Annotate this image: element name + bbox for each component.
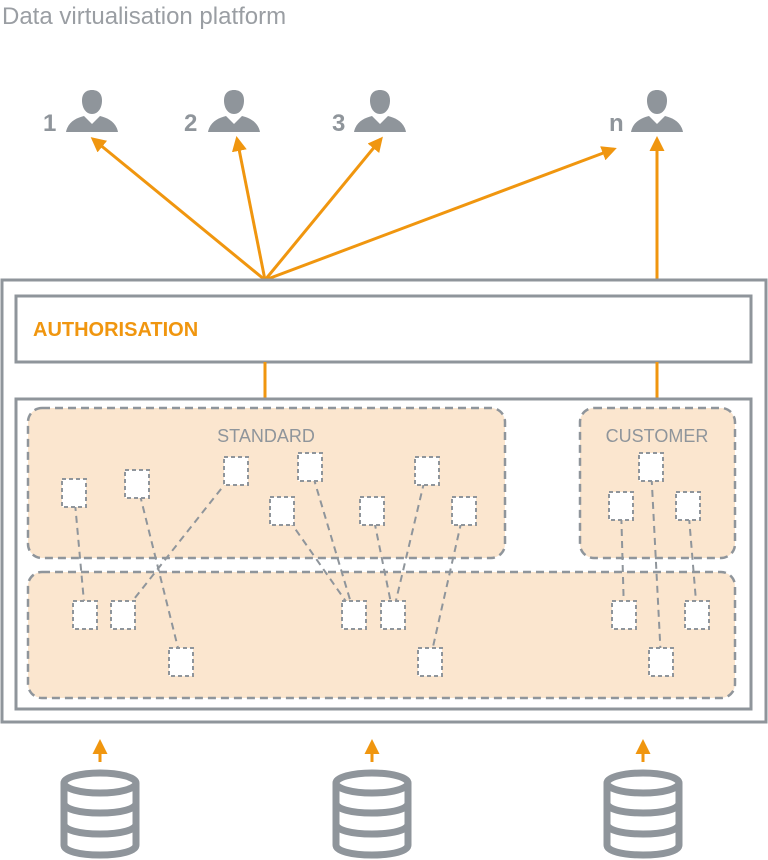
database-icon — [336, 773, 408, 855]
user-arrows — [90, 136, 665, 282]
node — [269, 496, 295, 526]
standard-label: STANDARD — [217, 426, 315, 446]
database-icon — [607, 773, 679, 855]
node — [611, 600, 637, 630]
user-icon — [354, 90, 406, 132]
node — [417, 647, 443, 677]
node — [72, 600, 98, 630]
node — [675, 491, 701, 521]
user-label-1: 1 — [43, 110, 56, 137]
node — [341, 600, 367, 630]
customer-label: CUSTOMER — [606, 426, 709, 446]
arrow-to-user-3 — [263, 136, 383, 281]
arrow-to-user-1 — [90, 137, 266, 282]
node — [414, 456, 440, 486]
diagram-title: Data virtualisation platform — [2, 3, 286, 30]
user-label-2: 2 — [184, 110, 197, 137]
node — [638, 452, 664, 482]
node — [223, 456, 249, 486]
node — [380, 600, 406, 630]
arrow-to-user-2 — [231, 136, 267, 281]
data-nodes — [61, 452, 710, 677]
authorisation-label: AUTHORISATION — [33, 319, 198, 341]
node — [110, 600, 136, 630]
node — [297, 452, 323, 482]
user-label-n: n — [609, 110, 624, 137]
node — [168, 647, 194, 677]
node — [359, 496, 385, 526]
node — [124, 469, 150, 499]
arrow-to-user-n — [264, 146, 617, 282]
user-label-3: 3 — [332, 110, 345, 137]
node — [684, 600, 710, 630]
user-icon — [66, 90, 118, 132]
base-region — [26, 570, 737, 700]
node-connections — [73, 465, 698, 661]
user-icon — [631, 90, 683, 132]
database-arrows — [92, 739, 651, 762]
database-icon — [64, 773, 136, 855]
user-icon — [208, 90, 260, 132]
node — [451, 496, 477, 526]
node — [608, 491, 634, 521]
node — [648, 647, 674, 677]
authorisation-box — [14, 294, 753, 364]
authorisation-connectors — [263, 362, 659, 399]
node — [61, 478, 87, 508]
